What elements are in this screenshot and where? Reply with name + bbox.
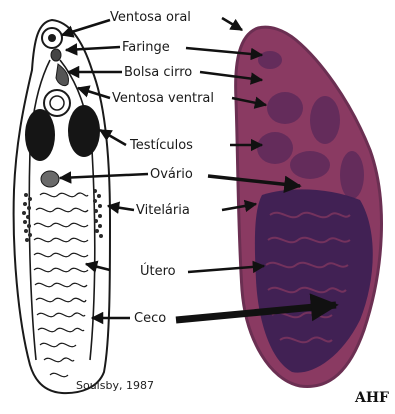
drawing-pharynx xyxy=(51,49,61,61)
label-ventosa-oral: Ventosa oral xyxy=(110,11,191,24)
drawing-testis-right xyxy=(68,105,100,157)
drawing-testis-left xyxy=(25,109,55,161)
drawing-ovary xyxy=(41,171,59,187)
stained-specimen xyxy=(236,27,382,386)
label-utero: Útero xyxy=(140,265,176,278)
brand-logo: AHF xyxy=(355,390,389,406)
label-vitelaria: Vitelária xyxy=(136,204,190,217)
credit-caption: Soulsby, 1987 xyxy=(76,379,154,392)
drawing-specimen xyxy=(14,20,110,393)
label-faringe: Faringe xyxy=(122,41,170,54)
label-ovario: Ovário xyxy=(150,168,193,181)
label-ceco: Ceco xyxy=(134,312,166,325)
label-testiculos: Testículos xyxy=(130,139,193,152)
arrow-vitelaria-left xyxy=(108,206,134,210)
label-ventosa-ventral: Ventosa ventral xyxy=(112,92,214,105)
arrow-ventosa-oral-right xyxy=(222,18,242,30)
label-bolsa-cirro: Bolsa cirro xyxy=(124,66,192,79)
